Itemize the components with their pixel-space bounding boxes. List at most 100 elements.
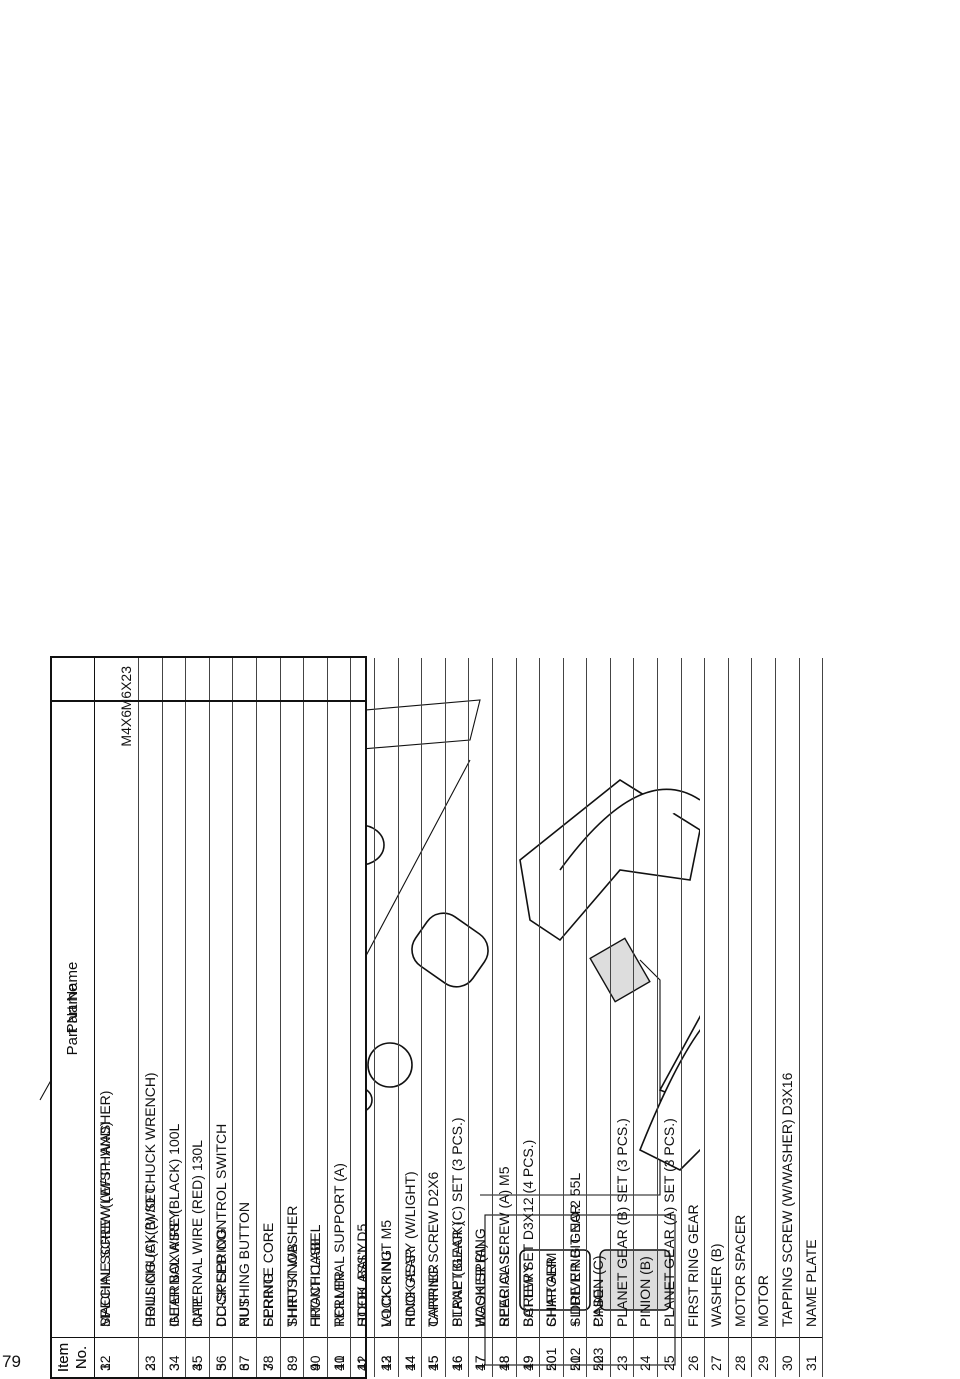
part-name: HITACHI LABEL bbox=[307, 1224, 324, 1327]
table-row: 43 V-LOCK NUT M5 bbox=[374, 702, 399, 1377]
item-number: 31 bbox=[799, 1337, 823, 1377]
part-name: PLANET GEAR (B) SET (3 PCS.) bbox=[613, 1118, 630, 1327]
table-row: 23 PLANET GEAR (B) SET (3 PCS.) bbox=[610, 658, 635, 1377]
item-number: 34 bbox=[162, 1337, 186, 1377]
part-name: BATTERY bbox=[519, 1263, 536, 1327]
part-name: TERMINAL SUPPORT (A) bbox=[330, 1163, 347, 1327]
item-number: 45 bbox=[422, 1337, 445, 1377]
part-name: NAME PLATE bbox=[802, 1239, 819, 1327]
part-name: HOOK ASS'Y bbox=[354, 1242, 371, 1327]
part-name: SPECIAL SCREW (A) M5 bbox=[495, 1166, 512, 1327]
item-number: 29 bbox=[752, 1337, 776, 1377]
item-number: 39 bbox=[280, 1337, 304, 1377]
table-row: 28 MOTOR SPACER bbox=[728, 658, 753, 1377]
table-row: 34 INTERNAL WIRE (BLACK) 100L bbox=[162, 702, 187, 1377]
table-row: 41 TERMINAL SUPPORT (A) bbox=[327, 702, 352, 1377]
part-name: + DRIVER BIT NO.2 55L bbox=[566, 1172, 583, 1327]
charger-part bbox=[599, 1249, 671, 1311]
part-name: TAPPING SCREW D2X6 bbox=[425, 1171, 442, 1327]
part-name: HOUSING (A).(B) SET bbox=[142, 1185, 158, 1327]
item-number: 40 bbox=[304, 1337, 327, 1377]
item-number: 38 bbox=[256, 1337, 280, 1377]
part-name: MOTOR bbox=[755, 1275, 772, 1327]
part-name: SHIFT KNOB bbox=[283, 1243, 300, 1327]
table-row: 503 CASE bbox=[587, 702, 611, 1377]
table-row: 36 DC-SPEED CONTROL SWITCH bbox=[209, 702, 234, 1377]
item-number: 35 bbox=[186, 1337, 209, 1377]
part-name: MOTOR SPACER bbox=[731, 1214, 748, 1327]
table-row: 37 PUSHING BUTTON bbox=[233, 702, 257, 1377]
table-row: 25 PLANET GEAR (A) SET (3 PCS.) bbox=[658, 658, 682, 1377]
part-name: PUSHING BUTTON bbox=[236, 1202, 253, 1327]
table-row: 40 HITACHI LABEL bbox=[304, 702, 328, 1377]
part-name: CASE bbox=[590, 1288, 607, 1327]
item-number: 27 bbox=[705, 1337, 728, 1377]
item-number: 37 bbox=[233, 1337, 256, 1377]
item-number: 33 bbox=[139, 1337, 162, 1377]
item-number: 24 bbox=[634, 1337, 658, 1377]
item-number: 501 bbox=[540, 1337, 563, 1377]
item-number: 26 bbox=[681, 1337, 705, 1377]
part-name: STRAP (BLACK) bbox=[448, 1221, 465, 1327]
item-number: 44 bbox=[398, 1337, 422, 1377]
table-row: 49 BATTERY bbox=[516, 702, 541, 1377]
table-row: 47 HOOK SPRING bbox=[469, 702, 493, 1377]
item-number: 49 bbox=[516, 1337, 540, 1377]
part-name: FERRITE CORE bbox=[259, 1222, 276, 1327]
accessories-frame bbox=[484, 1214, 676, 1366]
table-row: 44 HOOK ASS'Y (W/LIGHT) bbox=[398, 702, 423, 1377]
part-name: PLANET GEAR (A) SET (3 PCS.) bbox=[661, 1118, 678, 1327]
table-row: 24 PINION (B) bbox=[634, 658, 659, 1377]
item-number: 25 bbox=[658, 1337, 681, 1377]
part-name: INTERNAL WIRE (BLACK) 100L bbox=[165, 1123, 182, 1327]
item-number: 32 bbox=[94, 1337, 138, 1377]
part-name: CHARGER bbox=[543, 1256, 560, 1327]
table-row: 26 FIRST RING GEAR bbox=[681, 658, 706, 1377]
part-name: PINION (B) bbox=[637, 1256, 654, 1327]
table-row: 501 CHARGER bbox=[540, 702, 564, 1377]
handle-part bbox=[638, 1029, 700, 1171]
item-number: 46 bbox=[445, 1337, 469, 1377]
parts-table-right: Item No. Part Name 32 MACHINE SCREW (W/SP… bbox=[50, 700, 611, 1379]
table-row: 45 TAPPING SCREW D2X6 bbox=[422, 702, 446, 1377]
item-number: 23 bbox=[610, 1337, 634, 1377]
part-name: HOOK SPRING bbox=[472, 1228, 489, 1327]
part-name: DC-SPEED CONTROL SWITCH bbox=[212, 1123, 229, 1327]
part-name: V-LOCK NUT M5 bbox=[377, 1219, 394, 1327]
item-number: 42 bbox=[351, 1337, 374, 1377]
table-row: 31 NAME PLATE bbox=[799, 658, 824, 1377]
item-number: 30 bbox=[776, 1337, 799, 1377]
item-number: 502 bbox=[563, 1337, 587, 1377]
header-item-no: Item No. bbox=[52, 1337, 94, 1377]
table-row: 33 HOUSING (A).(B) SET bbox=[139, 702, 163, 1377]
table-row: 502 + DRIVER BIT NO.2 55L bbox=[563, 702, 588, 1377]
part-name: TAPPING SCREW (W/WASHER) D3X16 bbox=[779, 1072, 796, 1327]
charger-part bbox=[519, 1249, 591, 1311]
table-header: Item No. Part Name bbox=[52, 702, 95, 1377]
assembly-guide-line bbox=[480, 959, 661, 1196]
table-row: 35 INTERNAL WIRE (RED) 130L bbox=[186, 702, 210, 1377]
table-row: 42 HOOK ASS'Y bbox=[351, 702, 375, 1377]
item-number: 43 bbox=[374, 1337, 398, 1377]
item-number: 48 bbox=[492, 1337, 516, 1377]
item-number: 47 bbox=[469, 1337, 492, 1377]
item-number: 503 bbox=[587, 1337, 610, 1377]
table-row: 48 SPECIAL SCREW (A) M5 bbox=[492, 702, 517, 1377]
item-number: 28 bbox=[728, 1337, 752, 1377]
parts-table-right-frame: Item No. Part Name 32 MACHINE SCREW (W/SP… bbox=[50, 700, 611, 1379]
table-row: 29 MOTOR bbox=[752, 658, 777, 1377]
item-number: 36 bbox=[209, 1337, 233, 1377]
part-name: HOOK ASS'Y (W/LIGHT) bbox=[401, 1171, 418, 1327]
page-number: 79 bbox=[2, 1352, 21, 1371]
part-name: FIRST RING GEAR bbox=[684, 1204, 701, 1327]
table-row: 39 SHIFT KNOB bbox=[280, 702, 305, 1377]
table-row: 38 FERRITE CORE bbox=[256, 702, 281, 1377]
part-name: MACHINE SCREW (W/SP. WASHER) bbox=[97, 1090, 113, 1327]
part-name: INTERNAL WIRE (RED) 130L bbox=[189, 1140, 206, 1327]
header-part-name: Part Name bbox=[64, 983, 81, 1056]
item-number: 41 bbox=[327, 1337, 351, 1377]
part-name: WASHER (B) bbox=[708, 1243, 725, 1327]
